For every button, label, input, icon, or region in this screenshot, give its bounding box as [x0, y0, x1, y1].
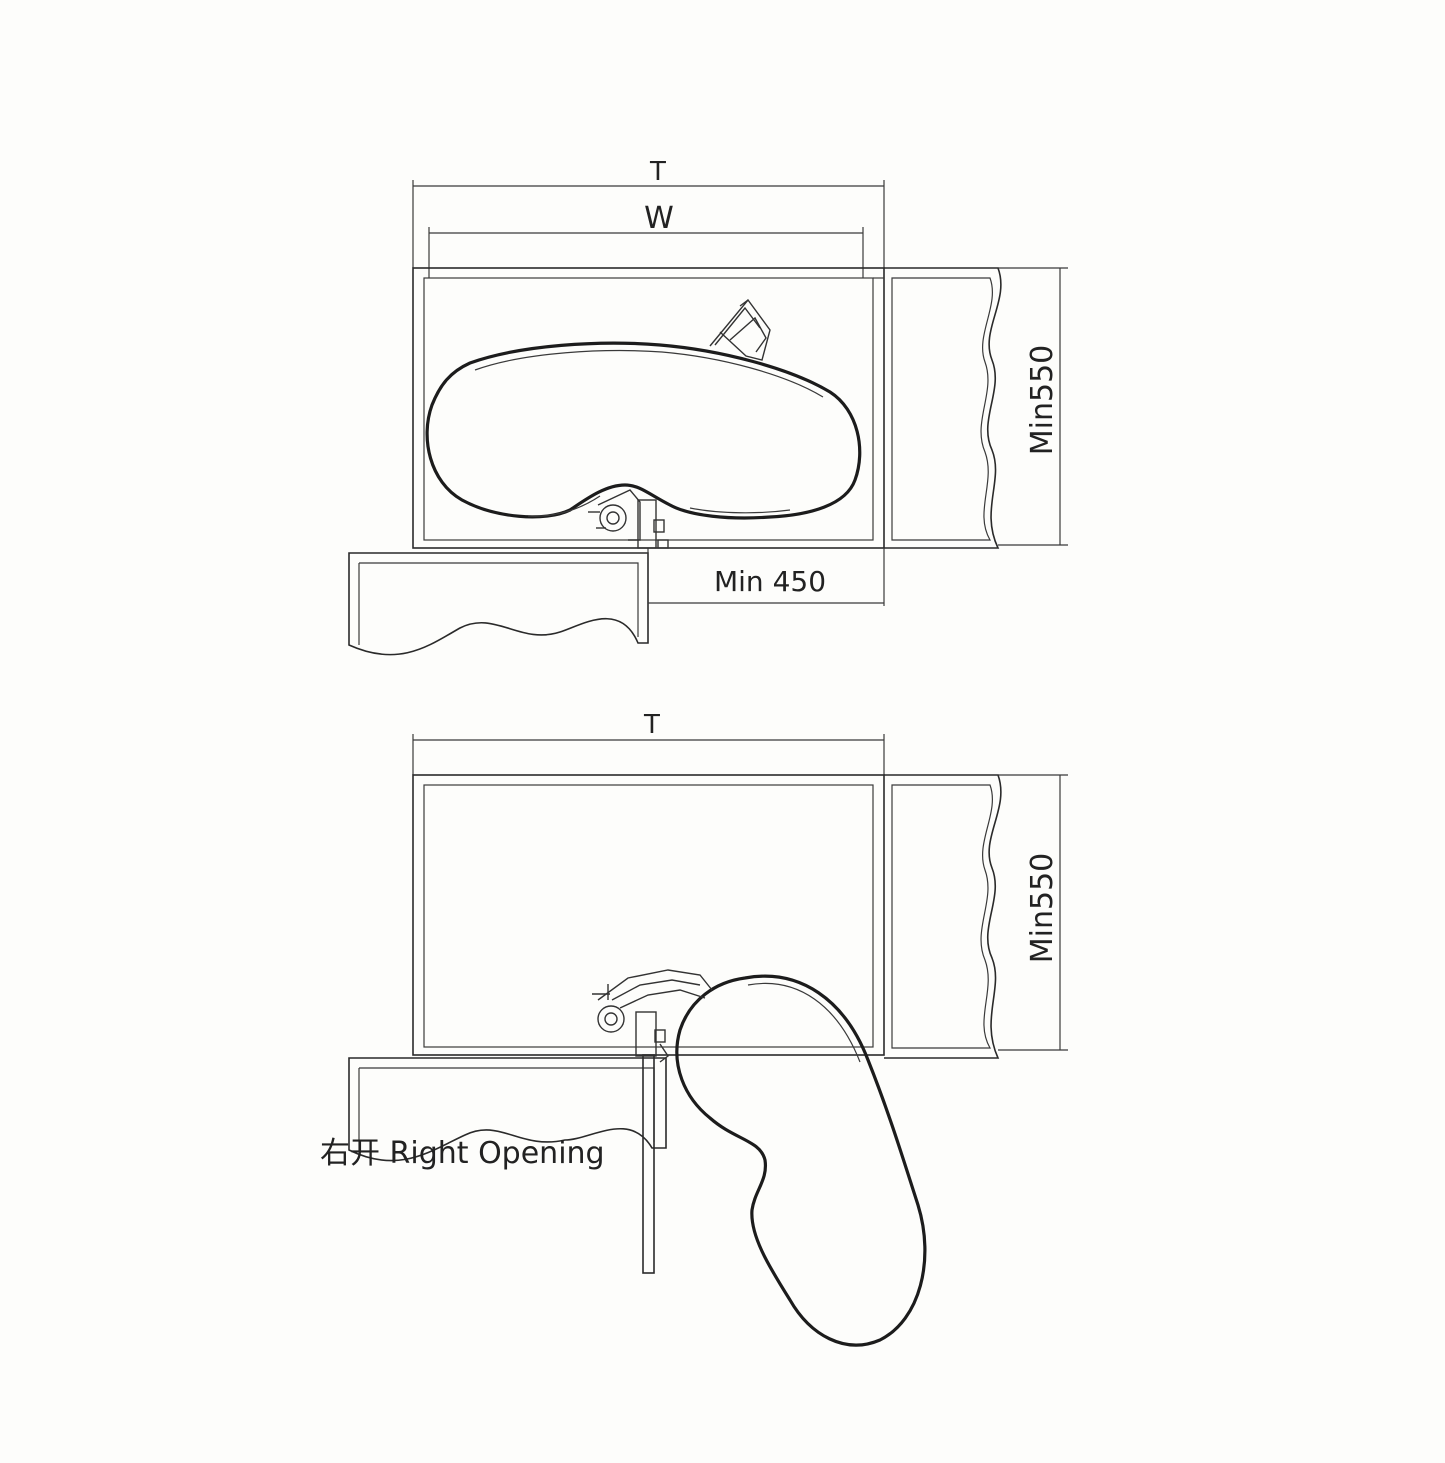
top-diagram: T W Min550	[348, 157, 1068, 656]
top-t-label: T	[649, 157, 666, 187]
top-kidney-tray	[425, 341, 862, 520]
bottom-dimension-t: T	[412, 710, 885, 775]
bottom-cabinet	[412, 774, 885, 1056]
top-dimension-t: T	[412, 157, 885, 268]
bottom-diagram: T Min550	[348, 710, 1068, 1347]
bottom-kidney-tray	[675, 974, 927, 1347]
bottom-adjacent-cabinet	[884, 774, 1002, 1059]
top-min450-label: Min 450	[714, 565, 826, 598]
top-hinge-mechanism	[588, 489, 669, 549]
top-w-label: W	[644, 201, 674, 236]
bottom-dimension-min550: Min550	[998, 774, 1068, 1051]
bottom-min550-label: Min550	[1025, 853, 1060, 964]
top-bracket-hardware	[709, 298, 771, 361]
bottom-door-swung	[642, 1054, 655, 1274]
top-adjacent-cabinet	[884, 267, 1002, 549]
top-cabinet	[412, 267, 885, 549]
caption-right-opening: 右开 Right Opening	[320, 1136, 605, 1171]
top-dimension-min450: Min 450	[647, 548, 885, 606]
bottom-t-label: T	[643, 710, 660, 740]
top-min550-label: Min550	[1025, 345, 1060, 456]
bottom-hinge-mechanism	[592, 969, 713, 1063]
top-dimension-min550: Min550	[998, 267, 1068, 546]
top-dimension-w: W	[428, 201, 864, 278]
top-door-panel	[348, 552, 649, 656]
